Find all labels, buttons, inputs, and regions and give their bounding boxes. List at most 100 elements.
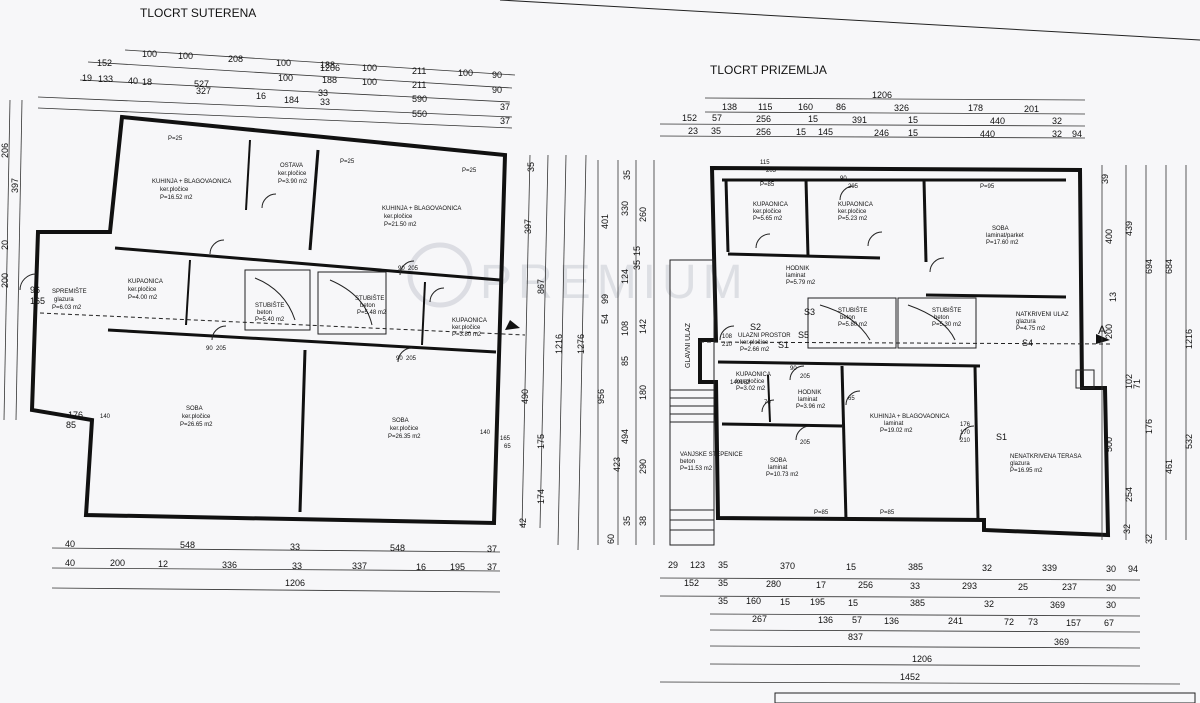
room-name: KUHINJA + BLAGOVAONICA [382, 206, 461, 212]
dim-text: 439 [1124, 221, 1134, 236]
room-floor: beton [840, 315, 855, 321]
dim-text: 57 [712, 113, 722, 123]
stair-block [897, 297, 977, 349]
dim-text: 195 [450, 562, 465, 572]
wall-inner [717, 360, 981, 368]
wall-inner [107, 328, 497, 354]
wall-inner [804, 179, 810, 257]
wall-inner [721, 422, 843, 428]
dim-line [704, 111, 1086, 115]
stair-curve [329, 279, 373, 326]
room-name: STUBIŠTE [355, 295, 384, 302]
opening-label: 90 [840, 176, 847, 182]
dim-text: 16 [256, 91, 266, 101]
dim-text: 527 [194, 79, 209, 89]
room-floor: beton [934, 315, 949, 321]
marker-label: S1 [778, 340, 789, 350]
door-swing-icon [929, 257, 945, 273]
room-name: NATKRIVENI ULAZ [1016, 312, 1069, 318]
dim-line [539, 154, 549, 529]
dim-text: 152 [97, 58, 112, 68]
dim-text: 397 [523, 219, 533, 234]
dim-line [704, 97, 1086, 101]
opening-label: 90 [398, 266, 405, 272]
dim-text: 23 [688, 126, 698, 136]
dim-text: 35 [526, 162, 536, 172]
ground-top-dimensions: 1206 138 115 160 86 326 178 201 152 57 2… [659, 90, 1086, 139]
dim-text: 54 [600, 314, 610, 324]
room-name: KUPAONICA [452, 318, 487, 324]
room-area: P=26.65 m2 [180, 422, 213, 428]
dim-text: 145 [818, 127, 833, 137]
room-area: P=6.03 m2 [52, 305, 82, 311]
door-swing-icon [789, 365, 805, 381]
dim-text: 40 [65, 539, 75, 549]
dim-text: 16 [416, 562, 426, 572]
dim-text: 1276 [576, 334, 586, 354]
dim-text: 72 [1004, 617, 1014, 627]
dim-text: 327 [196, 86, 211, 96]
dim-text: 290 [638, 459, 648, 474]
dim-line [659, 135, 1086, 139]
dim-text: 37 [500, 116, 510, 126]
stair-curve [907, 304, 956, 341]
dim-text: 33 [318, 88, 328, 98]
room-floor: glazura [54, 297, 74, 303]
room-name: KUHINJA + BLAGOVAONICA [152, 179, 231, 185]
dim-text: 37 [487, 562, 497, 572]
opening-label: P=85 [760, 182, 775, 188]
opening-label: P=25 [462, 168, 477, 174]
dim-text: 400 [1104, 229, 1114, 244]
dim-line [124, 49, 516, 76]
room-name: STUBIŠTE [838, 307, 867, 314]
opening-label: 205 [406, 356, 417, 362]
dim-text: 33 [290, 542, 300, 552]
dim-text: 20 [0, 240, 10, 250]
room-floor: ker.pločice [182, 414, 211, 420]
opening-label: 140 [100, 414, 111, 420]
room-floor: ker.pločice [452, 325, 481, 331]
stair-block [317, 271, 387, 335]
basement-left-dimensions: 206 397 20 200 96 165 176 85 [0, 99, 83, 430]
dim-text: 85 [66, 420, 76, 430]
room-floor: ker.pločice [753, 209, 782, 215]
room-floor: beton [257, 310, 272, 316]
dim-text: 200 [110, 558, 125, 568]
dim-line [709, 663, 1141, 667]
room-area: P=3.80 m2 [452, 332, 482, 338]
door-swing-icon [209, 239, 225, 255]
dim-text: 32 [1144, 534, 1154, 544]
dim-text: 188 [320, 60, 335, 70]
dim-text: 1206 [320, 63, 340, 73]
basement-title: TLOCRT SUTERENA [140, 6, 256, 20]
room-name: SOBA [770, 458, 787, 464]
dim-line [709, 629, 1141, 633]
ground-room-labels: KUPAONICA ker.pločice P=5.65 m2 KUPAONIC… [680, 160, 1106, 516]
dim-line [3, 99, 11, 421]
dim-text: 25 [1018, 582, 1028, 592]
dim-text: 188 [322, 75, 337, 85]
dim-text: 136 [818, 615, 833, 625]
room-area: P=26.35 m2 [388, 434, 421, 440]
dim-text: 241 [948, 616, 963, 626]
opening-label: 90 [790, 366, 797, 372]
dim-text: 123 [690, 560, 705, 570]
dim-text: 267 [752, 614, 767, 624]
room-area: P=5.30 m2 [932, 322, 962, 328]
dim-text: 94 [1128, 564, 1138, 574]
dim-text: 532 [1184, 434, 1194, 449]
dim-text: 33 [910, 581, 920, 591]
room-area: P=17.60 m2 [986, 240, 1019, 246]
room-name: KUPAONICA [838, 202, 873, 208]
marker-label: S5 [798, 330, 809, 340]
watermark-group: PREMIUM [407, 242, 743, 309]
door-swing-icon [845, 390, 861, 406]
dim-text: 391 [852, 115, 867, 125]
room-floor: ker.pločice [278, 171, 307, 177]
opening-label: P=85 [880, 510, 895, 516]
door-swing-icon [761, 399, 775, 413]
opening-label: 176 [960, 422, 971, 428]
dim-text: 37 [487, 544, 497, 554]
dim-text: 1216 [1184, 329, 1194, 349]
